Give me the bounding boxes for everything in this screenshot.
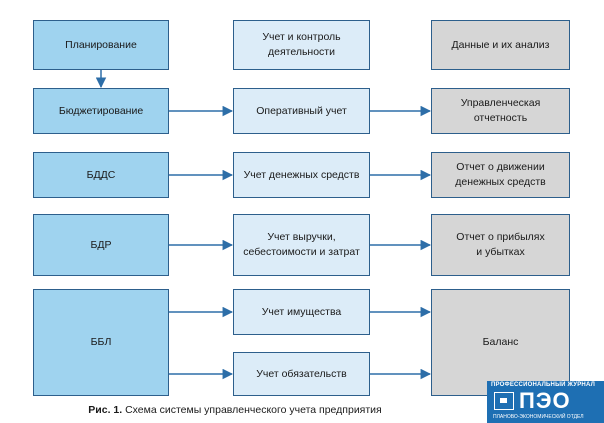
box-property: Учет имущества xyxy=(233,289,370,335)
box-pnl-report: Отчет о прибылях и убытках xyxy=(431,214,570,276)
box-liabilities-label: Учет обязательств xyxy=(256,367,347,380)
box-bdds: БДДС xyxy=(33,152,169,198)
box-data-header: Данные и их анализ xyxy=(431,20,570,70)
box-balance-label: Баланс xyxy=(482,336,519,348)
box-budgeting: Бюджетирование xyxy=(33,88,169,134)
box-cash-label: Учет денежных средств xyxy=(243,168,360,181)
box-revenue-label: Учет выручки, себестоимости и затрат xyxy=(243,231,360,258)
logo-name: ПЭО xyxy=(519,388,571,413)
box-cash-flow-report: Отчет о движении денежных средств xyxy=(431,152,570,198)
box-cash-flow-report-label: Отчет о движении денежных средств xyxy=(455,161,546,188)
box-revenue: Учет выручки, себестоимости и затрат xyxy=(233,214,370,276)
box-balance: Баланс xyxy=(431,289,570,396)
logo-top-text: ПРОФЕССИОНАЛЬНЫЙ ЖУРНАЛ xyxy=(491,382,595,388)
box-mgmt-reporting-label: Управленческая отчетность xyxy=(460,97,541,124)
box-cash: Учет денежных средств xyxy=(233,152,370,198)
box-control-header: Учет и контроль деятельности xyxy=(233,20,370,70)
box-pnl-report-label: Отчет о прибылях и убытках xyxy=(456,231,545,258)
briefcase-icon xyxy=(494,392,514,410)
box-property-label: Учет имущества xyxy=(261,305,342,318)
box-mgmt-reporting: Управленческая отчетность xyxy=(431,88,570,134)
box-bdds-label: БДДС xyxy=(86,168,116,181)
box-bdr-label: БДР xyxy=(90,238,112,251)
caption-text: Схема системы управленческого учета пред… xyxy=(122,404,382,416)
box-bbl: ББЛ xyxy=(33,289,169,396)
figure-caption: Рис. 1. Схема системы управленческого уч… xyxy=(0,404,470,416)
box-liabilities: Учет обязательств xyxy=(233,352,370,396)
box-operational: Оперативный учет xyxy=(233,88,370,134)
box-budgeting-label: Бюджетирование xyxy=(58,104,144,117)
box-control-header-label: Учет и контроль деятельности xyxy=(262,31,341,58)
box-planning-label: Планирование xyxy=(65,38,137,51)
box-data-header-label: Данные и их анализ xyxy=(451,38,550,51)
journal-logo: ПРОФЕССИОНАЛЬНЫЙ ЖУРНАЛ ПЭО ПЛАНОВО-ЭКОН… xyxy=(487,381,604,423)
caption-prefix: Рис. 1. xyxy=(88,404,123,416)
box-operational-label: Оперативный учет xyxy=(256,104,347,117)
box-bdr: БДР xyxy=(33,214,169,276)
box-bbl-label: ББЛ xyxy=(90,336,112,348)
logo-bottom-text: ПЛАНОВО-ЭКОНОМИЧЕСКИЙ ОТДЕЛ xyxy=(493,414,584,420)
box-planning: Планирование xyxy=(33,20,169,70)
